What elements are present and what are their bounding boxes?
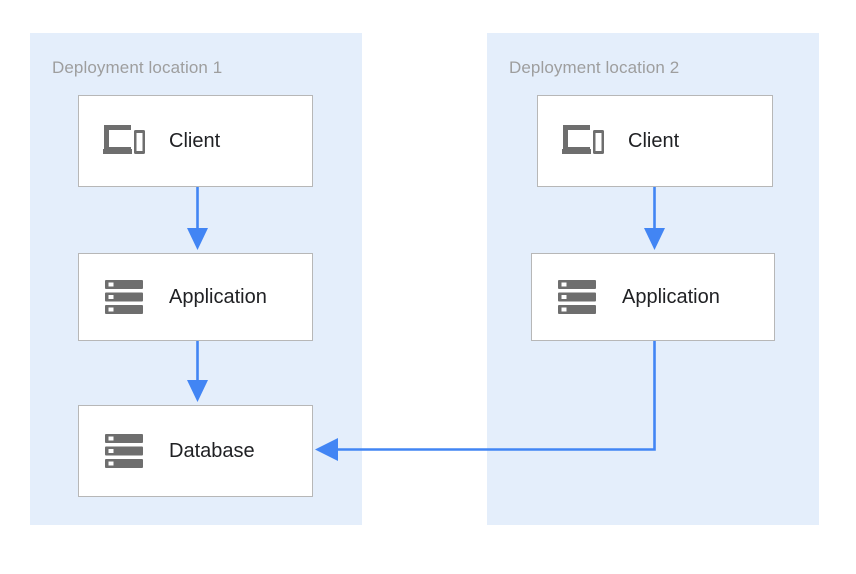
- server-rack-icon: [101, 274, 147, 320]
- devices-icon: [560, 118, 606, 164]
- node-label: Application: [622, 285, 720, 308]
- node-label: Database: [169, 439, 255, 462]
- node-label: Application: [169, 285, 267, 308]
- node-application-region-1[interactable]: Application: [78, 253, 313, 341]
- region-2-title: Deployment location 2: [509, 58, 680, 77]
- node-client-region-1[interactable]: Client: [78, 95, 313, 187]
- node-application-region-2[interactable]: Application: [531, 253, 775, 341]
- node-label: Client: [628, 129, 680, 152]
- server-rack-icon: [554, 274, 600, 320]
- node-label: Client: [169, 129, 221, 152]
- region-1-title: Deployment location 1: [52, 58, 223, 77]
- server-rack-icon: [101, 428, 147, 474]
- devices-icon: [101, 118, 147, 164]
- node-client-region-2[interactable]: Client: [537, 95, 773, 187]
- node-database-region-1[interactable]: Database: [78, 405, 313, 497]
